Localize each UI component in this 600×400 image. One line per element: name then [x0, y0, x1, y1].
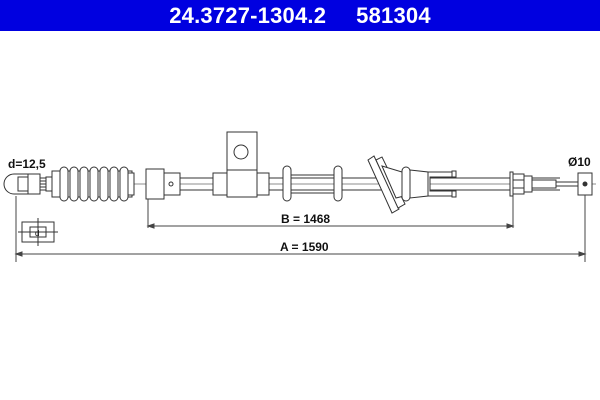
dimension-a-label: A = 1590 [280, 240, 329, 254]
clip-fitting [427, 170, 457, 198]
sleeve-ferrule [145, 168, 213, 200]
dimension-a-line [14, 251, 587, 257]
svg-text:d: d [35, 229, 39, 238]
right-diameter-label: Ø10 [568, 155, 591, 169]
dimension-b-line [146, 223, 515, 229]
mounting-bracket [212, 131, 281, 198]
right-nipple-end [577, 172, 593, 196]
cross-section-detail: d [18, 218, 58, 246]
part-number: 24.3727-1304.2 [169, 2, 327, 28]
reference-number: 581304 [356, 2, 431, 28]
grommet-seal [367, 155, 429, 214]
title-bar: 24.3727-1304.2 581304 [0, 0, 600, 31]
bellows-boot [51, 166, 135, 202]
left-diameter-label: d=12,5 [8, 157, 46, 171]
dimension-b-label: B = 1468 [281, 212, 330, 226]
threaded-adjuster [509, 171, 579, 197]
left-eyelet-end [3, 173, 53, 195]
extension-lines [15, 195, 586, 262]
ring-clips [282, 165, 343, 202]
